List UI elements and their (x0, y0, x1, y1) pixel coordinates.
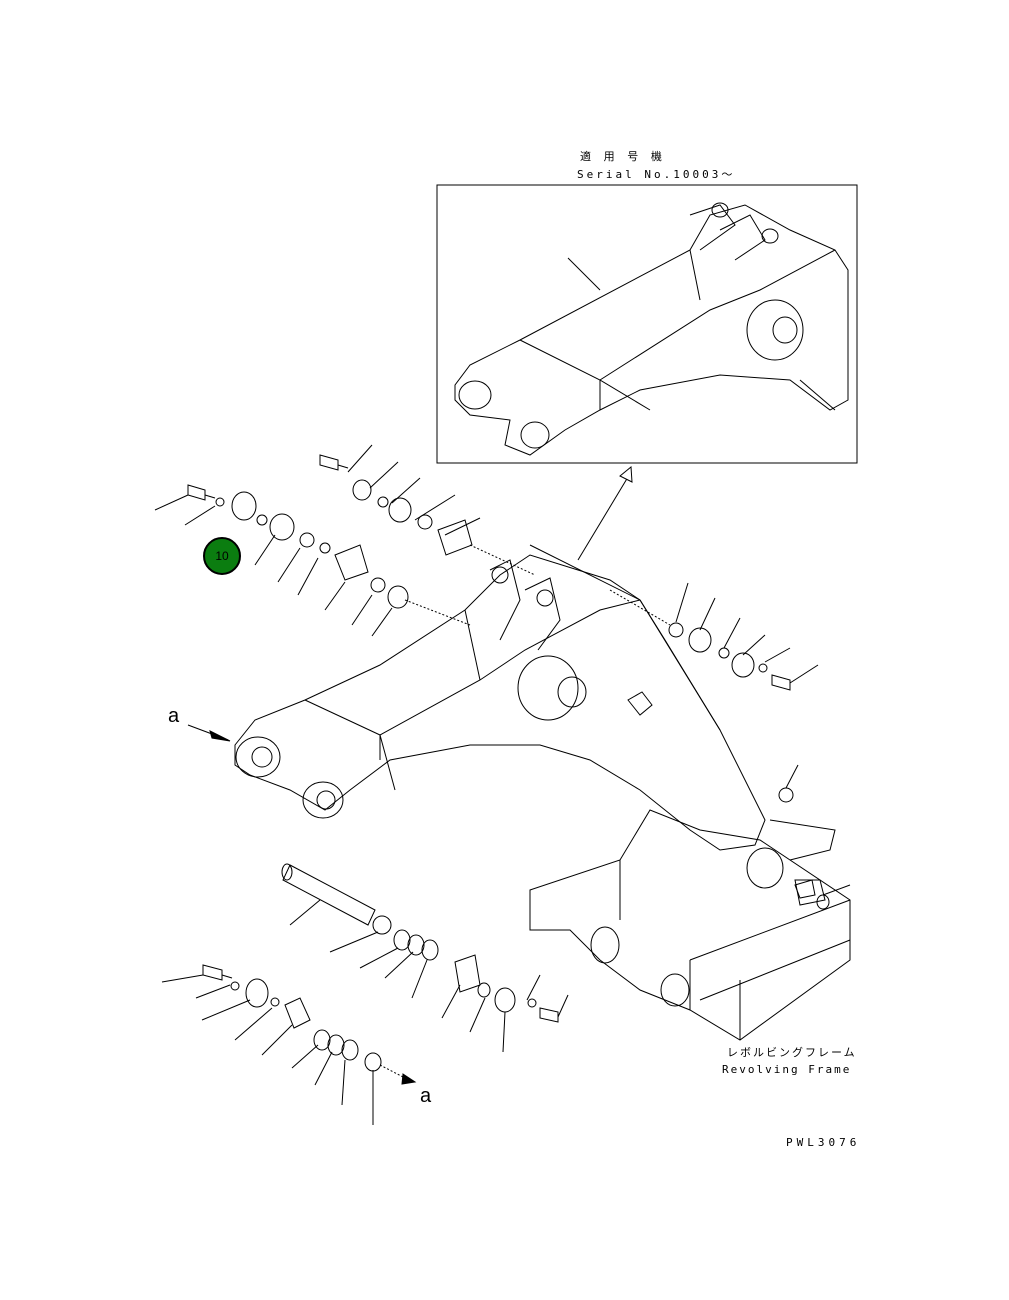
serial-jp-title: 適 用 号 機 (580, 150, 665, 163)
main-boom (234, 544, 766, 851)
view-a-marker-lower: a (420, 1085, 432, 1107)
revolving-frame (529, 809, 851, 1041)
serial-range-label: Serial No.10003～ (577, 168, 736, 181)
view-arrow (577, 465, 633, 561)
drawing-code: PWL3076 (786, 1136, 861, 1149)
inset-view (436, 184, 858, 464)
revolving-frame-en-label: Revolving Frame (722, 1063, 852, 1076)
lower-left-pin-parts (161, 964, 417, 1125)
lower-foot-pin-parts (281, 863, 569, 1053)
revolving-frame-jp-label: レボルビングフレーム (727, 1046, 857, 1059)
part-callout-10[interactable]: 10 (203, 537, 241, 575)
upper-right-pin-parts (609, 582, 851, 910)
upper-left-pin-parts (154, 484, 471, 637)
upper-middle-pin-parts (319, 444, 536, 576)
view-a-arrow (187, 724, 231, 742)
view-a-marker-upper: a (168, 705, 180, 727)
